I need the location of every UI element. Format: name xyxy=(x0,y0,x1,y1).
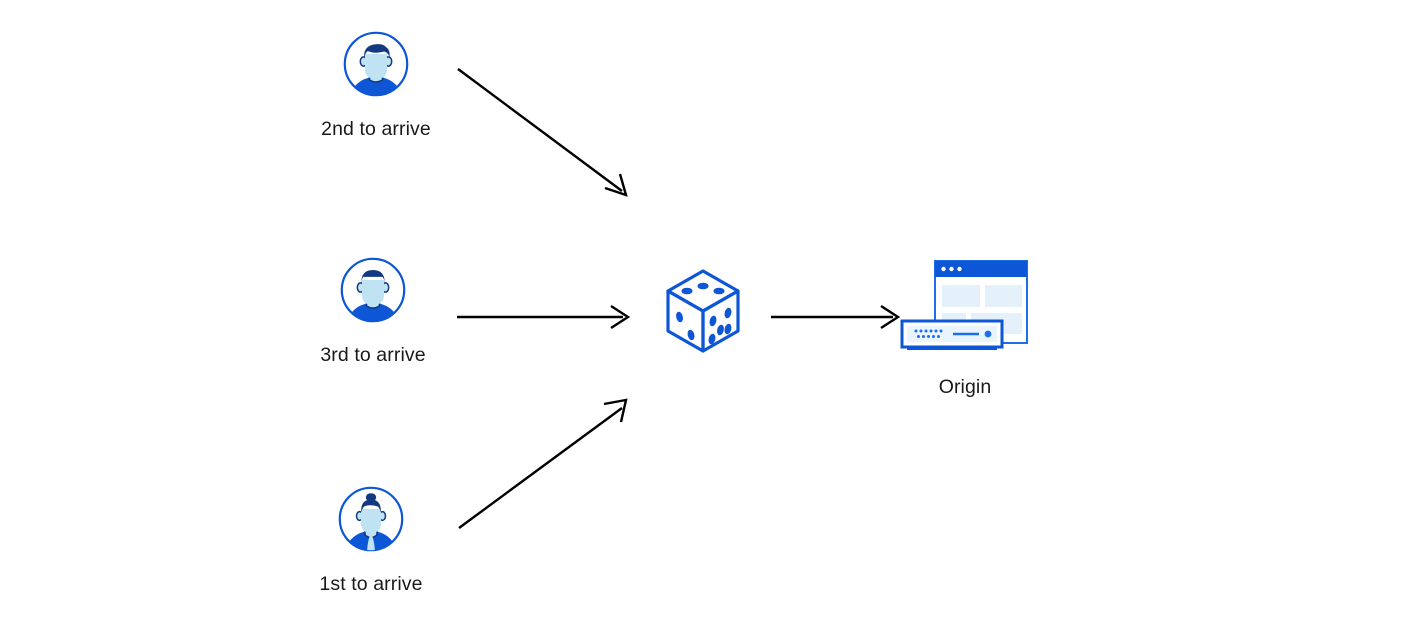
server-device xyxy=(900,319,1004,350)
node-label-client-middle: 3rd to arrive xyxy=(320,344,426,366)
node-label-client-bottom: 1st to arrive xyxy=(319,573,423,595)
node-client-middle: 3rd to arrive xyxy=(303,256,443,367)
node-label-origin: Origin xyxy=(938,376,992,398)
dice-icon xyxy=(660,265,746,357)
user-avatar-icon xyxy=(342,30,410,98)
node-label-client-top: 2nd to arrive xyxy=(321,118,431,140)
user-avatar-icon xyxy=(339,256,407,324)
node-client-bottom: 1st to arrive xyxy=(301,485,441,596)
server-browser-icon xyxy=(897,258,1033,358)
arrow-top-to-dice xyxy=(457,68,628,197)
user-avatar-icon xyxy=(337,485,405,553)
node-origin: Origin xyxy=(897,258,1033,399)
arrow-bottom-to-dice xyxy=(458,398,628,529)
arrow-dice-to-origin xyxy=(771,304,901,330)
arrow-middle-to-dice xyxy=(457,304,631,330)
node-client-top: 2nd to arrive xyxy=(306,30,446,141)
node-randomizer xyxy=(659,265,747,357)
